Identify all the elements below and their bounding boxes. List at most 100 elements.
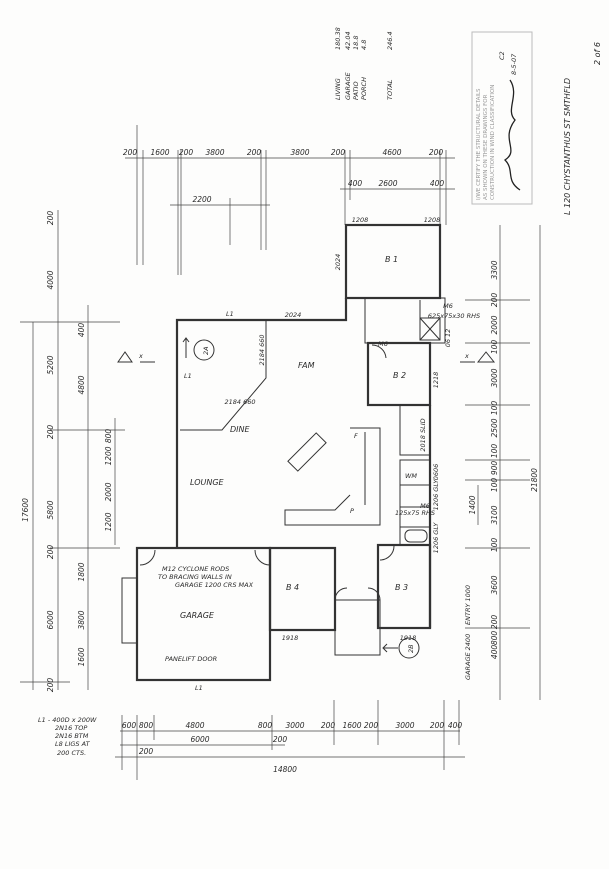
elevation-x: x	[138, 352, 143, 360]
entry-porch	[334, 599, 381, 656]
dimension-label: 800	[139, 721, 154, 730]
bedroom-2-walls	[366, 341, 432, 407]
dimension-label: 100	[490, 478, 499, 493]
window-label: 1208	[352, 216, 369, 224]
lintel-tag: L1	[195, 684, 203, 692]
entry-dim-label: ENTRY 1000	[464, 585, 472, 625]
lintel-note: L1 - 400D x 200W	[38, 716, 97, 724]
area-value-garage: 42.04	[344, 31, 352, 50]
dimension-label: 1200	[104, 512, 113, 531]
fridge-label: F	[354, 432, 358, 440]
garage-dim-label: GARAGE 2400	[464, 634, 472, 680]
room-label-fam: FAM	[298, 361, 315, 370]
cyclone-note: M12 CYCLONE RODS	[162, 565, 229, 573]
area-total-label: TOTAL	[386, 79, 394, 100]
dimension-label: 100	[490, 401, 499, 416]
certification-stamp: I/WE CERTIFY THE STRUCTURAL DETAILS AS S…	[471, 31, 533, 205]
section-marker-2b: 2B	[382, 637, 420, 659]
ensuite-walls	[364, 297, 446, 344]
dimension-label: 200	[331, 148, 346, 157]
dimension-label: 400	[77, 323, 86, 338]
dimension-total-label: 17600	[21, 498, 30, 522]
area-total-value: 246.4	[386, 31, 394, 50]
dimension-label: 200	[490, 615, 499, 630]
dimension-label: 3300	[490, 260, 499, 279]
dimension-label: 2200	[192, 195, 211, 204]
dimension-label: 4800	[185, 721, 204, 730]
bedroom-3-walls	[376, 543, 432, 630]
elevation-marker-right: x	[460, 351, 496, 363]
dimension-lines	[20, 125, 541, 780]
washing-machine-label: WM	[405, 472, 417, 480]
dimension-label: 100	[490, 444, 499, 459]
window-label: 1206 GLY	[432, 479, 440, 511]
room-label-b3: B 3	[395, 583, 408, 592]
lintel-note: L8 LIGS AT	[55, 740, 91, 748]
dimension-label: 1600	[77, 647, 86, 666]
area-value-porch: 4.8	[360, 40, 368, 50]
cyclone-note: TO BRACING WALLS IN	[158, 573, 232, 581]
area-label-patio: PATIO	[352, 81, 360, 100]
dimension-label: 200	[429, 148, 444, 157]
dimension-label: 3800	[77, 610, 86, 629]
dimension-label: 4800	[77, 375, 86, 394]
room-label-b4: B 4	[286, 583, 299, 592]
section-label: 2B	[407, 644, 415, 653]
window-label: 06 12	[444, 329, 452, 348]
section-marker-2a: 2A	[182, 337, 215, 361]
room-label-garage: GARAGE	[180, 611, 215, 620]
dimension-label: 200	[364, 721, 379, 730]
pantry-label: P	[350, 507, 354, 515]
section-label: 2A	[202, 346, 210, 355]
dimension-total-label: 14800	[273, 765, 297, 774]
dimension-label: 600	[122, 721, 137, 730]
lintel-note: 2N16 BTM	[55, 732, 89, 740]
dimension-label: 1600	[342, 721, 361, 730]
window-label: 1208	[424, 216, 441, 224]
lintel-note: 200 CTS.	[57, 749, 86, 757]
window-label: 1206 GLY	[432, 522, 440, 554]
cyclone-note: GARAGE 1200 CRS MAX	[175, 581, 254, 589]
dimension-label: 6000	[190, 735, 209, 744]
window-label: 625x75x30 RHS	[428, 312, 480, 320]
window-label: 1918	[282, 634, 299, 642]
bedroom-4-walls	[268, 546, 337, 632]
stamp-class: C2	[498, 51, 506, 60]
window-label: 1218	[432, 372, 440, 389]
area-label-living: LIVING	[334, 78, 342, 100]
dimension-label: 100	[490, 340, 499, 355]
dimension-label: 3800	[290, 148, 309, 157]
dimension-label: 2500	[490, 418, 499, 437]
dimension-label: 2000	[104, 482, 113, 501]
dimension-label: 1800	[77, 562, 86, 581]
window-label: M6	[378, 340, 388, 348]
dimension-label: 400	[448, 721, 463, 730]
dimension-label: 200	[46, 678, 55, 693]
window-label: 2024	[334, 254, 342, 271]
area-label-garage: GARAGE	[344, 72, 352, 100]
dimension-label: 3000	[490, 368, 499, 387]
window-label: M6	[420, 502, 430, 510]
stamp-date: 8-5-07	[510, 53, 518, 75]
dimension-label: 2600	[378, 179, 397, 188]
dimension-label: 3000	[285, 721, 304, 730]
lintel-tag: L1	[226, 310, 234, 318]
dimension-label: 5200	[46, 355, 55, 374]
window-label: 125x75 RHS	[395, 509, 435, 517]
dimension-label: 200	[139, 747, 154, 756]
dimension-label: 800	[258, 721, 273, 730]
dimension-label: 200	[46, 425, 55, 440]
dimension-label: 400	[348, 179, 363, 188]
dimension-label: 2000	[490, 315, 499, 334]
dimension-label: 200	[179, 148, 194, 157]
area-label-porch: PORCH	[360, 77, 368, 100]
dimension-label: 1200	[104, 446, 113, 465]
dimension-label: 800	[490, 631, 499, 646]
window-label: 0606	[432, 464, 440, 481]
dimension-label: 400	[430, 179, 445, 188]
dimension-label: 6000	[46, 610, 55, 629]
building-walls	[121, 223, 446, 682]
